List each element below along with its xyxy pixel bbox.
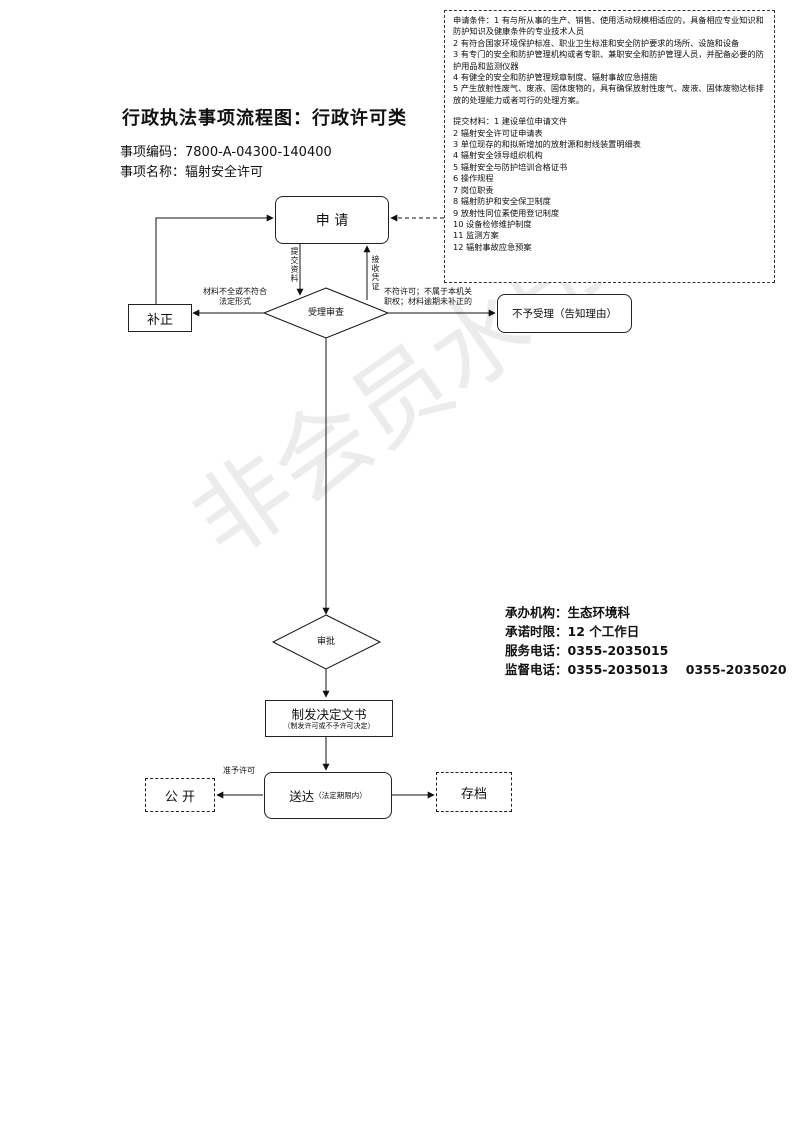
condition-item: 3 有专门的安全和防护管理机构或者专职、兼职安全和防护管理人员，并配备必要的防护… — [453, 49, 764, 71]
node-supplement: 补正 — [128, 304, 192, 332]
label-reject-1: 不符许可；不属于本机关 — [384, 287, 472, 296]
item-name: 事项名称：辐射安全许可 — [120, 161, 263, 180]
conditions-list: 申请条件：1 有与所从事的生产、销售、使用活动规模相适应的，具备相应专业知识和防… — [453, 15, 770, 106]
material-item: 11 监测方案 — [453, 230, 499, 241]
material-item: 8 辐射防护和安全保卫制度 — [453, 196, 551, 207]
item-name-value: 辐射安全许可 — [185, 165, 264, 180]
material-item: 9 放射性同位素使用登记制度 — [453, 207, 560, 218]
label-reject-2: 职权；材料逾期未补正的 — [384, 297, 472, 306]
material-item: 3 单位现存的和拟新增加的放射源和射线装置明细表 — [453, 139, 641, 150]
review-diamond — [262, 287, 390, 339]
item-name-label: 事项名称： — [120, 165, 186, 180]
material-item: 5 辐射安全与防护培训合格证书 — [453, 161, 568, 172]
item-code-label: 事项编码： — [120, 145, 186, 160]
node-approve: 审批 — [316, 637, 335, 647]
decision-title: 制发决定文书 — [291, 706, 367, 722]
condition-item: 申请条件：1 有与所从事的生产、销售、使用活动规模相适应的，具备相应专业知识和防… — [453, 15, 764, 37]
label-incomplete-2: 法定形式 — [219, 297, 251, 306]
label-submit: 提交资料 — [290, 247, 299, 283]
condition-item: 4 有健全的安全和防护管理规章制度、辐射事故应急措施 — [453, 72, 658, 83]
requirements-notes: 申请条件：1 有与所从事的生产、销售、使用活动规模相适应的，具备相应专业知识和防… — [444, 10, 775, 283]
label-grant: 准予许可 — [223, 766, 255, 775]
deliver-note: （法定期限内） — [314, 791, 367, 800]
node-archive: 存档 — [436, 772, 512, 812]
material-item: 2 辐射安全许可证申请表 — [453, 127, 543, 138]
deliver-title: 送达 — [289, 789, 315, 804]
node-decision: 制发决定文书 （制发许可或不予许可决定） — [265, 700, 393, 737]
agency-service-phone: 服务电话：0355-2035015 — [505, 643, 669, 658]
approve-diamond — [271, 614, 382, 670]
page-title: 行政执法事项流程图：行政许可类 — [122, 108, 407, 129]
label-incomplete-1: 材料不全或不符合 — [203, 287, 267, 296]
item-code: 事项编码：7800-A-04300-140400 — [120, 141, 332, 160]
node-reject: 不予受理（告知理由） — [497, 294, 632, 333]
materials-list: 提交材料：1 建设单位申请文件 2 辐射安全许可证申请表 3 单位现存的和拟新增… — [453, 116, 770, 253]
agency-info: 承办机构：生态环境科 承诺时限：12 个工作日 服务电话：0355-203501… — [505, 603, 787, 679]
decision-note: （制发许可或不予许可决定） — [283, 721, 375, 730]
agency-org: 承办机构：生态环境科 — [505, 605, 631, 620]
agency-supervise-phone: 监督电话：0355-2035013 0355-2035020 — [505, 662, 787, 677]
node-review: 受理审查 — [307, 308, 344, 318]
material-item: 10 设备检修维护制度 — [453, 218, 532, 229]
material-item: 4 辐射安全领导组织机构 — [453, 150, 543, 161]
material-item: 12 辐射事故应急预案 — [453, 241, 532, 252]
node-deliver: 送达（法定期限内） — [264, 772, 392, 819]
item-code-value: 7800-A-04300-140400 — [185, 145, 332, 160]
material-item: 6 操作规程 — [453, 173, 494, 184]
material-item: 提交材料：1 建设单位申请文件 — [453, 116, 568, 127]
condition-item: 5 产生放射性废气、废液、固体废物的，具有确保放射性废气、废液、固体废物达标排放… — [453, 83, 764, 105]
material-item: 7 岗位职责 — [453, 184, 494, 195]
node-apply: 申 请 — [275, 196, 389, 244]
label-receive: 接收凭证 — [371, 255, 380, 291]
agency-deadline: 承诺时限：12 个工作日 — [505, 624, 640, 639]
node-publish: 公 开 — [145, 778, 215, 812]
condition-item: 2 有符合国家环境保护标准、职业卫生标准和安全防护要求的场所、设施和设备 — [453, 37, 740, 48]
